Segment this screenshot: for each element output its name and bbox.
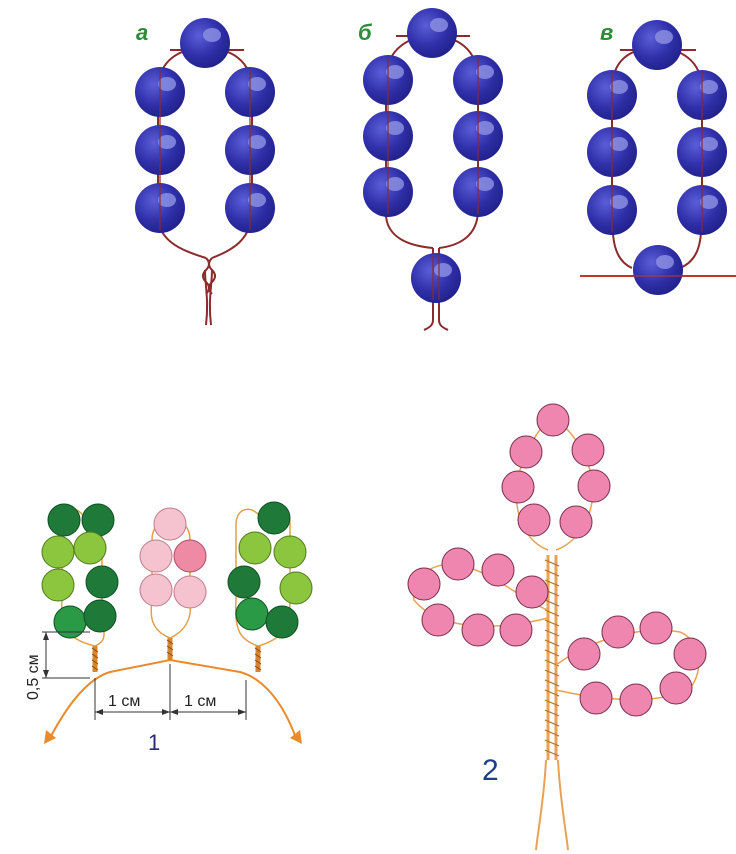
green-loop-left bbox=[41, 503, 119, 647]
blue-beads-v bbox=[587, 20, 727, 295]
figure-2-number: 2 bbox=[482, 754, 499, 787]
dim-label-vertical: 0,5 см bbox=[25, 654, 42, 700]
pink-loop-top bbox=[501, 403, 611, 551]
pink-leaf-left bbox=[407, 547, 549, 647]
figure-1-number: 1 bbox=[148, 730, 160, 755]
step-a-diagram: а bbox=[135, 18, 275, 326]
label-b: б bbox=[358, 20, 373, 45]
dim-label-left: 1 см bbox=[108, 693, 140, 710]
label-v: в bbox=[600, 20, 613, 45]
blue-beads-a bbox=[135, 18, 275, 233]
label-a: а bbox=[136, 20, 148, 45]
dimension-marks bbox=[42, 631, 247, 720]
figure-1-diagram: 0,5 см 1 см 1 см 1 bbox=[25, 501, 313, 755]
step-b-diagram: б bbox=[358, 8, 503, 331]
pink-loop-center bbox=[139, 507, 207, 639]
step-v-diagram: в bbox=[580, 20, 736, 295]
pink-leaf-right bbox=[555, 611, 707, 717]
dim-label-right: 1 см bbox=[184, 693, 216, 710]
figure-2-diagram: 2 bbox=[407, 403, 707, 851]
green-loop-right bbox=[227, 501, 313, 647]
